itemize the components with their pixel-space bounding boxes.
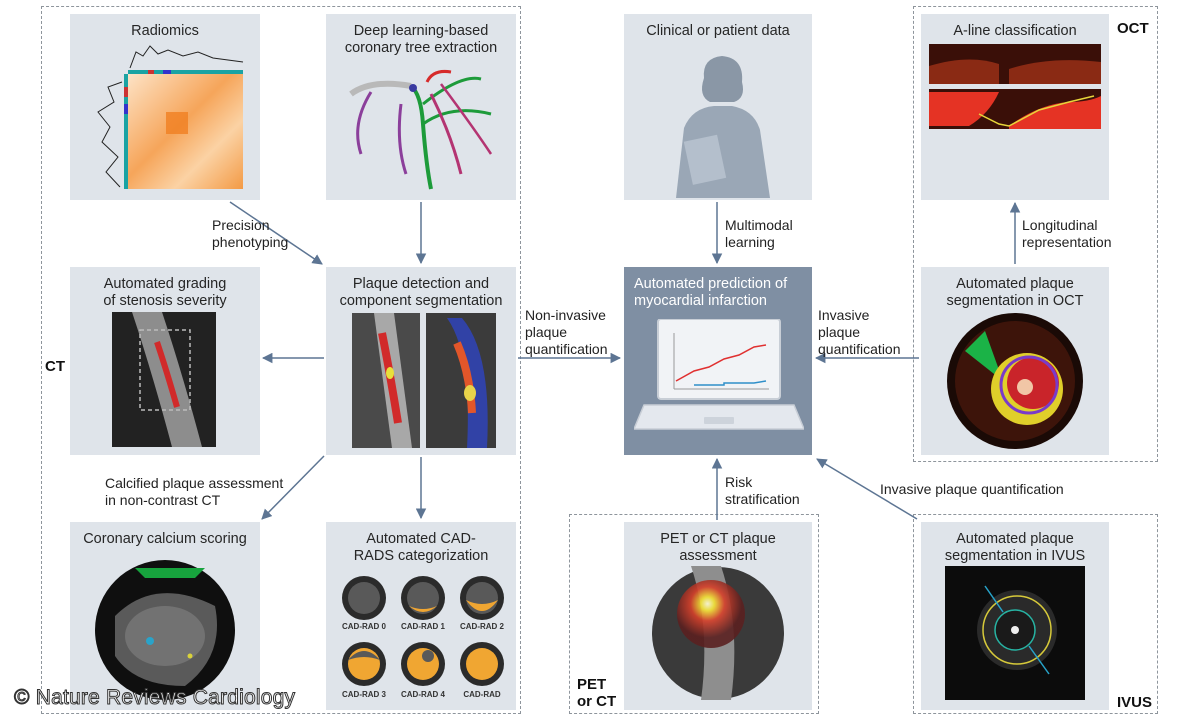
a-line-oct-image (929, 44, 1101, 129)
ivus-region-box (913, 514, 1158, 714)
coronary-tree-title: Deep learning-based coronary tree extrac… (344, 23, 498, 56)
stenosis-panel: Automated grading of stenosis severity (70, 267, 260, 455)
ct-region-label: CT (45, 358, 65, 375)
ivus-region-label: IVUS (1117, 694, 1153, 711)
calcified-plaque-label: Calcified plaque assessment in non-contr… (105, 475, 284, 508)
pet-ct-panel: PET or CT plaque assessment (624, 522, 812, 710)
coronary-tree-image (349, 70, 493, 190)
pet-ct-image (652, 566, 784, 700)
coronary-tree-panel: Deep learning-based coronary tree extrac… (326, 14, 516, 200)
pet-ct-title: PET or CT plaque assessment (660, 531, 776, 564)
longitudinal-representation-label: Longitudinal representation (1022, 217, 1112, 250)
ivus-segmentation-panel: Automated plaque segmentation in IVUS (921, 522, 1109, 710)
cad-rad-0-label: CAD-RAD 0 (342, 622, 386, 631)
stenosis-title: Automated grading of stenosis severity (103, 276, 227, 309)
calcium-title: Coronary calcium scoring (83, 531, 247, 547)
prediction-title: Automated prediction of myocardial infar… (634, 276, 788, 309)
non-invasive-quantification-label: Non-invasive plaque quantification (525, 307, 608, 357)
invasive-quantification-label: Invasive plaque quantification (818, 307, 901, 357)
a-line-panel: A-line classification (921, 14, 1109, 200)
oct-segmentation-title: Automated plaque segmentation in OCT (946, 276, 1084, 309)
invasive-ivus-quantification-label: Invasive plaque quantification (880, 481, 1064, 497)
plaque-segmentation-image (352, 313, 496, 448)
cad-rads-title: Automated CAD- RADS categorization (353, 531, 489, 564)
multimodal-learning-label: Multimodal learning (725, 217, 793, 250)
stenosis-ct-image (112, 312, 216, 447)
precision-phenotyping-label: Precision phenotyping (212, 217, 289, 250)
plaque-detection-title: Plaque detection and component segmentat… (339, 276, 503, 309)
arrow-radiomics-to-plaque (229, 201, 323, 265)
cad-rads-grid: CAD-RAD 0 CAD-RAD 1 CAD-RAD 2 CAD-RAD 3 … (334, 572, 512, 706)
calcium-panel: Coronary calcium scoring (70, 522, 260, 710)
cad-rads-panel: Automated CAD- RADS categorization CAD-R… (326, 522, 516, 710)
laptop-image (634, 319, 804, 430)
patient-silhouette-image (676, 56, 770, 198)
cad-rad-1-label: CAD-RAD 1 (401, 622, 445, 631)
prediction-panel: Automated prediction of myocardial infar… (624, 267, 812, 455)
calcium-ct-image (95, 560, 235, 700)
arrow-ivus-to-prediction (816, 458, 918, 520)
clinical-data-title: Clinical or patient data (646, 23, 790, 39)
cad-rad-4-label: CAD-RAD 4 (401, 690, 445, 699)
cad-rad-3-label: CAD-RAD 3 (342, 690, 386, 699)
pet-ct-region-box (569, 514, 819, 714)
ct-region-box (41, 6, 521, 714)
ivus-segmentation-title: Automated plaque segmentation in IVUS (944, 531, 1086, 564)
oct-segmentation-panel: Automated plaque segmentation in OCT (921, 267, 1109, 455)
pet-ct-region-label: PET or CT (577, 676, 617, 710)
cad-rad-2-label: CAD-RAD 2 (460, 622, 504, 631)
plaque-detection-panel: Plaque detection and component segmentat… (326, 267, 516, 455)
radiomics-title: Radiomics (131, 23, 199, 39)
cad-rads-circles (342, 576, 504, 686)
risk-stratification-label: Risk stratification (725, 474, 800, 507)
copyright-text: © Nature Reviews Cardiology (13, 686, 296, 710)
ivus-cross-section-image (945, 566, 1085, 700)
a-line-title: A-line classification (953, 23, 1077, 39)
oct-region-box (913, 6, 1158, 462)
oct-region-label: OCT (1117, 20, 1149, 37)
oct-cross-section-image (947, 313, 1083, 449)
clinical-data-panel: Clinical or patient data (624, 14, 812, 200)
cad-rad-5-label: CAD-RAD (463, 690, 501, 699)
radiomics-panel: Radiomics (70, 14, 260, 200)
radiomics-heatmap-image (97, 45, 244, 189)
arrow-plaque-to-calcium (261, 455, 325, 520)
